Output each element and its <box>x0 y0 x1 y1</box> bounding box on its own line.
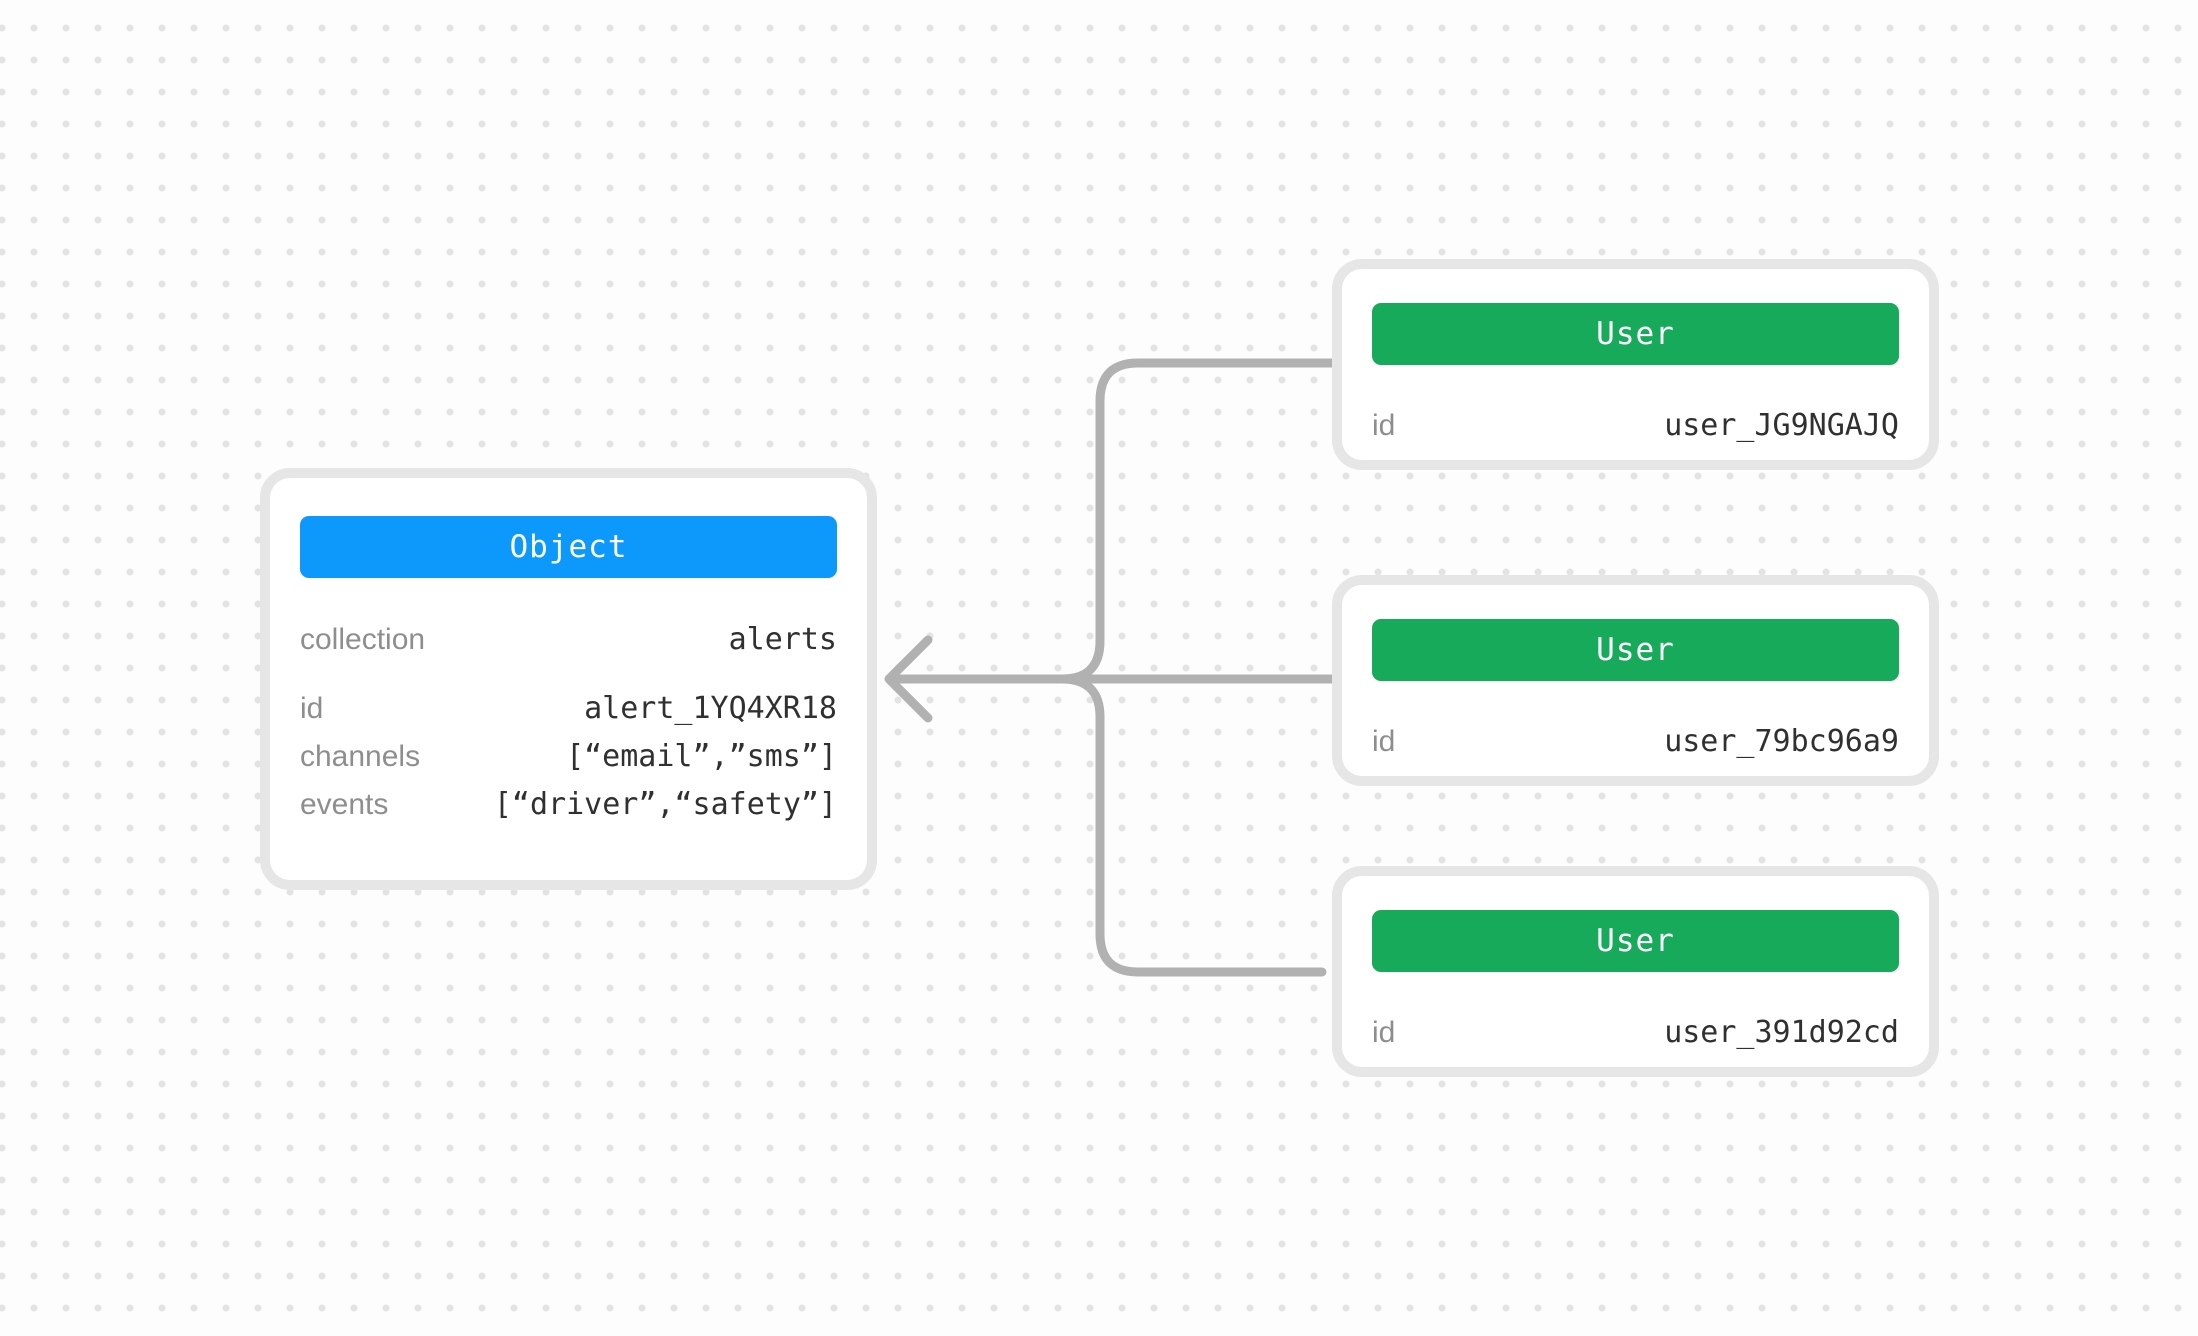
user-node-header: User <box>1372 910 1899 972</box>
field-value: user_JG9NGAJQ <box>1664 408 1899 443</box>
field-label: id <box>1372 409 1396 442</box>
object-field-collection: collection alerts <box>300 624 837 655</box>
user-node-header: User <box>1372 303 1899 365</box>
object-field-events: events [“driver”,“safety”] <box>300 789 837 820</box>
edge-user3-to-object <box>995 674 1327 977</box>
object-node[interactable]: Object collection alerts id alert_1YQ4XR… <box>260 468 877 890</box>
object-field-channels: channels [“email”,”sms”] <box>300 741 837 772</box>
user-node-2[interactable]: User id user_79bc96a9 <box>1332 575 1939 786</box>
edge-user1-to-object <box>995 358 1345 684</box>
field-value: [“email”,”sms”] <box>566 739 837 774</box>
field-label: events <box>300 788 389 821</box>
user-field-id: id user_79bc96a9 <box>1372 726 1899 757</box>
field-value: [“driver”,“safety”] <box>493 787 837 822</box>
arrowhead-icon <box>884 635 933 723</box>
field-label: id <box>1372 1016 1396 1049</box>
field-label: collection <box>300 623 426 656</box>
user-field-id: id user_JG9NGAJQ <box>1372 410 1899 441</box>
field-value: alerts <box>728 622 837 657</box>
user-node-1[interactable]: User id user_JG9NGAJQ <box>1332 259 1939 470</box>
field-value: user_391d92cd <box>1664 1015 1899 1050</box>
field-label: id <box>1372 725 1396 758</box>
user-node-3[interactable]: User id user_391d92cd <box>1332 866 1939 1077</box>
field-value: user_79bc96a9 <box>1664 724 1899 759</box>
field-value: alert_1YQ4XR18 <box>584 691 837 726</box>
object-field-id: id alert_1YQ4XR18 <box>300 693 837 724</box>
user-node-header: User <box>1372 619 1899 681</box>
object-node-header: Object <box>300 516 837 578</box>
field-label: id <box>300 692 324 725</box>
user-field-id: id user_391d92cd <box>1372 1017 1899 1048</box>
field-label: channels <box>300 740 421 773</box>
